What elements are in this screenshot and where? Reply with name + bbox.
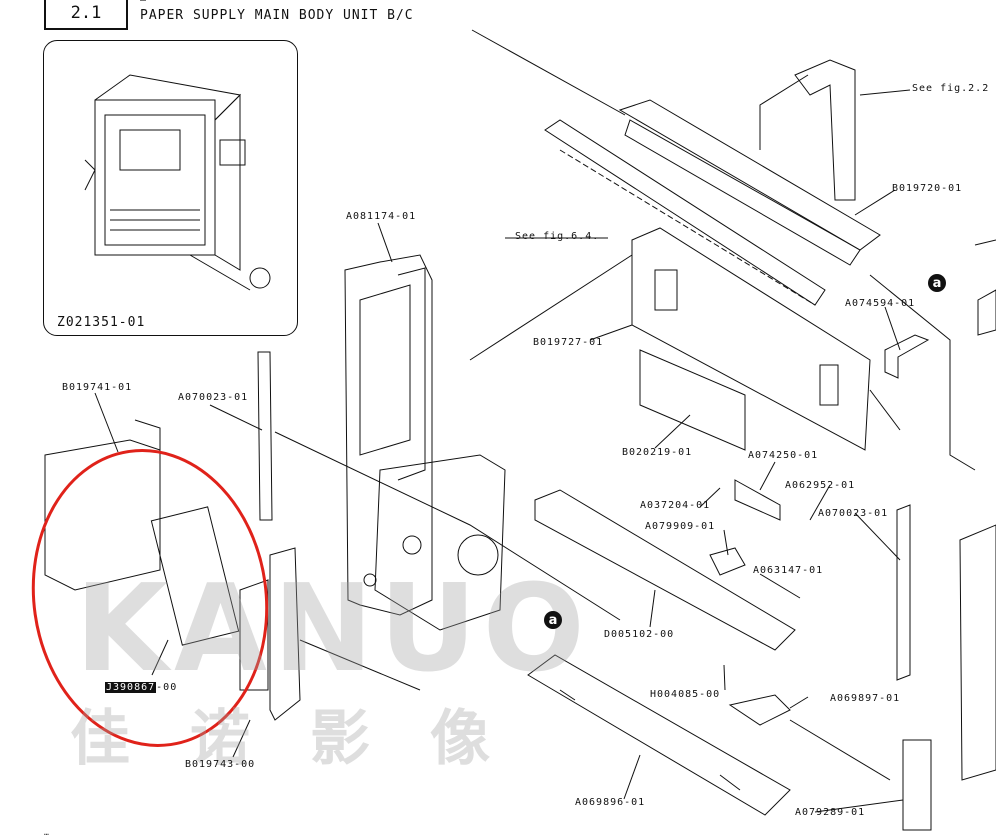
part-label: A069896-01: [575, 797, 646, 808]
part-label: A074250-01: [748, 450, 819, 461]
part-label: A070023-01: [818, 508, 889, 519]
part-label: A079289-01: [795, 807, 866, 818]
part-label: A037204-01: [640, 500, 711, 511]
highlighted-part-label: J390867-00: [105, 682, 177, 693]
highlighted-part-code: J390867: [105, 682, 157, 693]
part-label: B019741-01: [62, 382, 133, 393]
part-label: H004085-00: [650, 689, 721, 700]
ref-see-fig-2-2[interactable]: See fig.2.2: [912, 83, 990, 94]
figure-number-box: 2.1: [44, 0, 128, 30]
part-label: A063147-01: [753, 565, 824, 576]
watermark-cjk: 佳诺影像: [70, 704, 550, 774]
ref-see-fig-6-4[interactable]: See fig.6.4.: [515, 231, 600, 242]
connector-marker-a: a: [544, 611, 562, 629]
part-label: B020219-01: [622, 447, 693, 458]
part-label: A079909-01: [645, 521, 716, 532]
part-label: B019720-01: [892, 183, 963, 194]
watermark-latin: KANUO: [75, 560, 591, 699]
highlighted-part-suffix: -00: [156, 682, 178, 693]
highlight-circle: [31, 449, 269, 747]
part-label: A062952-01: [785, 480, 856, 491]
part-label: A069897-01: [830, 693, 901, 704]
part-label: D005102-00: [604, 629, 675, 640]
part-label: A070023-01: [178, 392, 249, 403]
inset-code: Z021351-01: [57, 315, 146, 330]
part-label: A081174-01: [346, 211, 417, 222]
inset-frame: [43, 40, 298, 336]
part-label: B019743-00: [185, 759, 256, 770]
inset-machine-sketch: [84, 74, 271, 291]
part-label: B019727-01: [533, 337, 604, 348]
connector-marker-a: a: [928, 274, 946, 292]
figure-title: PAPER SUPPLY MAIN BODY UNIT B/C: [140, 8, 414, 23]
figure-subtitle: …: [140, 0, 147, 4]
page-footer: …: [44, 828, 49, 837]
part-label: A074594-01: [845, 298, 916, 309]
